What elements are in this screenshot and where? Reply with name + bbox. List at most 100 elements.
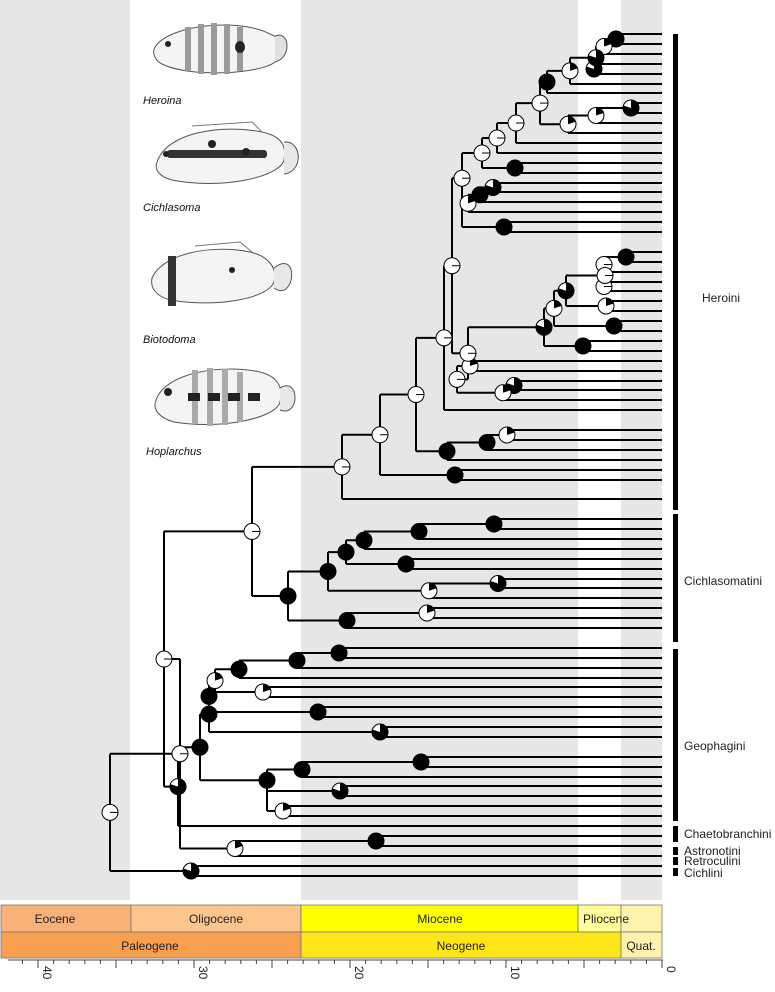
node-pie-icon [478,434,496,451]
time-axis: 40 30 20 10 0 [8,959,678,980]
tick-label-20: 20 [352,966,366,980]
tribe-label-chaetobranchini: Chaetobranchini [684,827,771,841]
node-pie-icon [420,582,438,600]
tribe-label-cichlasomatini: Cichlasomatini [684,574,762,588]
node-pie-icon [545,299,563,317]
fish-hoplarchus-icon [154,368,296,426]
period-quaternary [620,931,663,959]
fish-heroina-icon [153,23,288,75]
tree-branches [109,33,662,877]
node-pie-icon [293,761,311,778]
node-pie-icon [274,802,292,820]
node-pie-icon [574,337,592,355]
epoch-eocene [0,904,132,933]
fish-biotodoma-icon [151,241,293,306]
period-label-paleogene: Paleogene [121,939,179,953]
node-pie-icon [489,575,507,592]
node-pie-icon [485,515,503,533]
node-pie-icon [587,49,605,67]
node-pie-icon [446,466,464,484]
node-pie-icon [622,99,640,117]
tribe-bar-cichlini [673,868,678,876]
node-pie-icon [538,73,556,91]
node-pie-icon [397,555,415,573]
node-pie-icon [279,587,297,605]
node-pie-icon [443,257,461,275]
period-label-quaternary: Quat. [626,939,655,953]
node-pie-icon [453,169,471,187]
node-pie-icon [371,723,389,741]
tribe-bars [673,34,678,876]
node-pie-icon [488,129,506,147]
tribe-bar-cichlasomatini [673,514,678,642]
node-pie-icon [101,803,119,821]
fish-label-biotodoma: Biotodoma [143,334,196,346]
band-eocene [0,0,130,900]
fish-cichlasoma-icon [155,121,299,184]
node-pie-icon [495,218,513,236]
node-pie-icon [206,672,224,690]
node-pie-icon [254,683,272,701]
node-pie-icon [200,705,218,723]
period-neogene [300,931,622,959]
tick-label-40: 40 [40,966,54,980]
node-pie-icon [338,612,356,629]
node-pie-icon [309,703,327,721]
tick-label-30: 30 [196,966,210,980]
node-pie-icon [597,297,615,315]
node-pie-icon [331,782,349,800]
tribe-labels: Heroini Cichlasomatini Geophagini Chaeto… [684,291,771,880]
node-pie-icon [507,114,525,132]
node-pie-icon [200,687,218,705]
tribe-label-astronotini: Astronotini [684,844,741,858]
node-pie-icon [587,107,605,124]
tick-label-0: 0 [664,966,678,973]
fish-label-heroina: Heroina [143,95,182,107]
node-pie-icon [288,652,306,669]
epoch-label-oligocene: Oligocene [189,912,243,926]
period-label-neogene: Neogene [437,939,486,953]
node-pie-icon [319,562,337,580]
node-pie-icon [407,386,425,404]
tribe-label-cichlini: Cichlini [684,866,723,880]
node-pie-icon [330,644,348,662]
node-pie-icon [243,522,261,540]
tree-nodes [101,30,640,880]
epoch-pliocene [577,904,622,933]
node-pie-icon [473,144,491,162]
tribe-bar-astronotini [673,847,678,855]
node-pie-icon [258,771,276,789]
tick-label-10: 10 [508,966,522,980]
node-pie-icon [561,62,579,80]
node-pie-icon [459,344,477,362]
tribe-label-retroculini: Retroculini [684,854,741,868]
node-pie-icon [596,267,614,284]
node-pie-icon [171,745,189,763]
node-pie-icon [531,94,549,112]
node-pie-icon [535,318,553,336]
node-pie-icon [355,531,373,549]
node-pie-icon [182,862,200,880]
node-pie-icon [367,832,385,850]
node-pie-icon [230,660,248,678]
node-pie-icon [371,426,389,444]
fish-label-hoplarchus: Hoplarchus [146,446,202,458]
node-pie-icon [410,523,428,540]
node-pie-icon [459,194,477,212]
epoch-oligocene [130,904,302,933]
node-pie-icon [617,248,635,266]
node-pie-icon [448,370,466,388]
tribe-bar-retroculini [673,857,678,865]
node-pie-icon [498,426,516,444]
node-pie-icon [337,543,355,561]
node-pie-icon [418,604,436,622]
node-pie-icon [155,650,173,668]
tribe-bar-chaetobranchini [673,826,678,842]
tribe-label-geophagini: Geophagini [684,739,745,753]
node-pie-icon [226,840,244,857]
node-pie-icon [435,329,453,347]
node-pie-icon [557,282,575,300]
tribe-bar-heroini [673,34,678,510]
node-pie-icon [438,442,456,460]
